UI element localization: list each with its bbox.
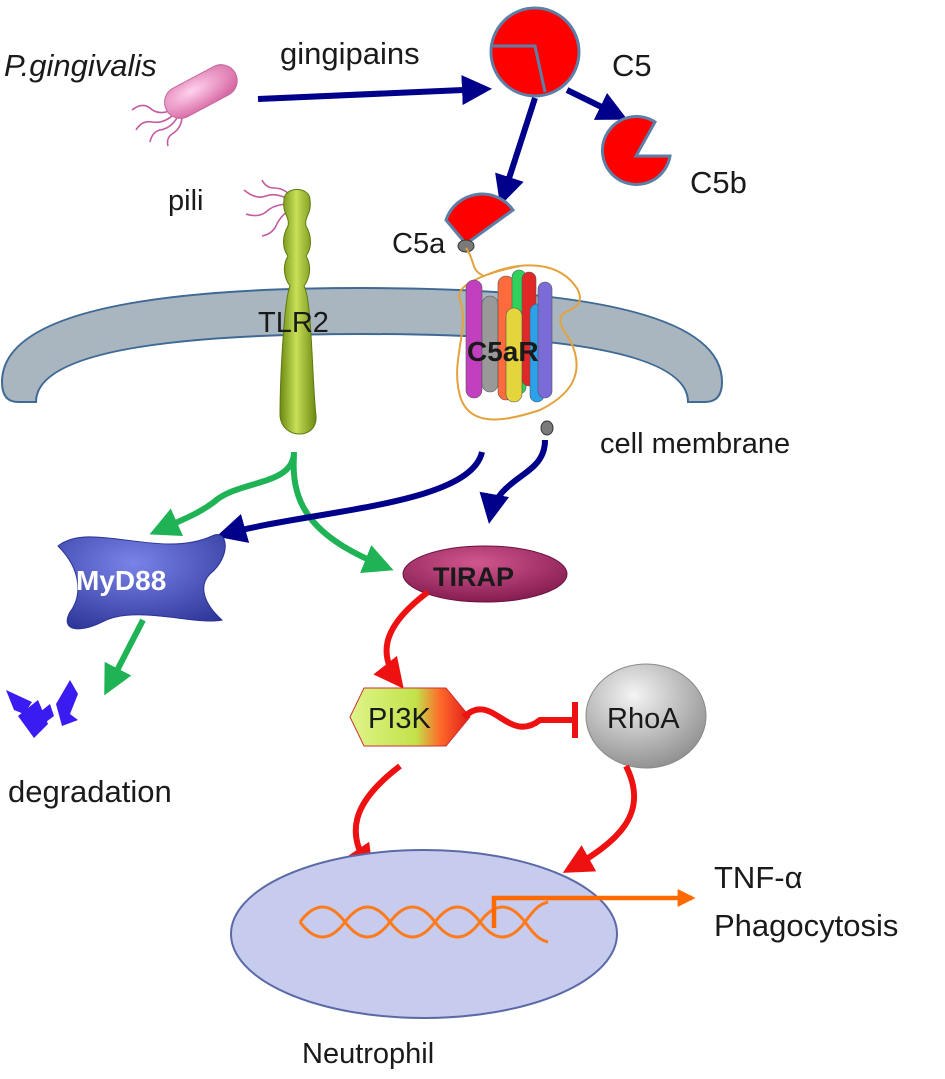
c5a-fragment-icon	[444, 192, 516, 253]
rhoa-label: RhoA	[607, 703, 680, 735]
c5ar-receptor-icon	[456, 247, 581, 436]
c5ar-label: C5aR	[467, 336, 539, 367]
cell-membrane-shape	[0, 286, 724, 403]
pili-label: pili	[168, 185, 203, 217]
pathogen-label: P.gingivalis	[4, 48, 157, 83]
tlr2-receptor-icon	[279, 189, 317, 435]
c5a-label: C5a	[392, 228, 446, 260]
arrow-c5ar-to-tirap	[479, 439, 548, 524]
pi3k-label: PI3K	[368, 703, 432, 735]
c5b-label: C5b	[690, 165, 747, 200]
bacterium-icon	[131, 64, 238, 147]
c5b-fragment-icon	[600, 114, 672, 186]
arrow-tirap-to-pi3k	[373, 589, 430, 689]
arrow-c5ar-to-myd88	[216, 451, 485, 543]
degradation-fragments-icon	[6, 680, 78, 738]
myd88-protein-icon	[57, 534, 226, 630]
dna-helix-icon	[298, 900, 549, 944]
degradation-label: degradation	[8, 774, 172, 809]
arrow-c5-to-c5a	[495, 97, 538, 206]
neutrophil-label: Neutrophil	[302, 1038, 434, 1070]
c5-label: C5	[612, 48, 652, 83]
arrow-gingipains-to-c5	[257, 75, 492, 106]
arrow-c5-to-c5b	[565, 87, 628, 120]
inhibition-pi3k-to-rhoa	[461, 706, 572, 730]
arrow-myd88-to-degradation	[104, 618, 146, 696]
phagocytosis-label: Phagocytosis	[714, 908, 898, 943]
tnf-alpha-label: TNF-α	[714, 860, 803, 895]
myd88-label: MyD88	[76, 565, 166, 596]
arrow-rhoa-to-neutrophil	[562, 764, 638, 873]
pi3k-protein-icon	[349, 687, 471, 747]
tirap-protein-icon	[402, 545, 568, 603]
tlr2-label: TLR2	[258, 307, 329, 339]
gingipains-label: gingipains	[280, 36, 420, 71]
cell-membrane-label: cell membrane	[600, 428, 790, 460]
arrow-transcription	[491, 889, 696, 928]
rhoa-protein-icon	[585, 663, 707, 769]
c5-complement-icon	[489, 6, 581, 98]
arrow-tlr2-to-tirap	[290, 454, 394, 574]
arrow-tlr2-to-myd88	[149, 451, 297, 536]
tirap-label: TIRAP	[433, 562, 514, 592]
